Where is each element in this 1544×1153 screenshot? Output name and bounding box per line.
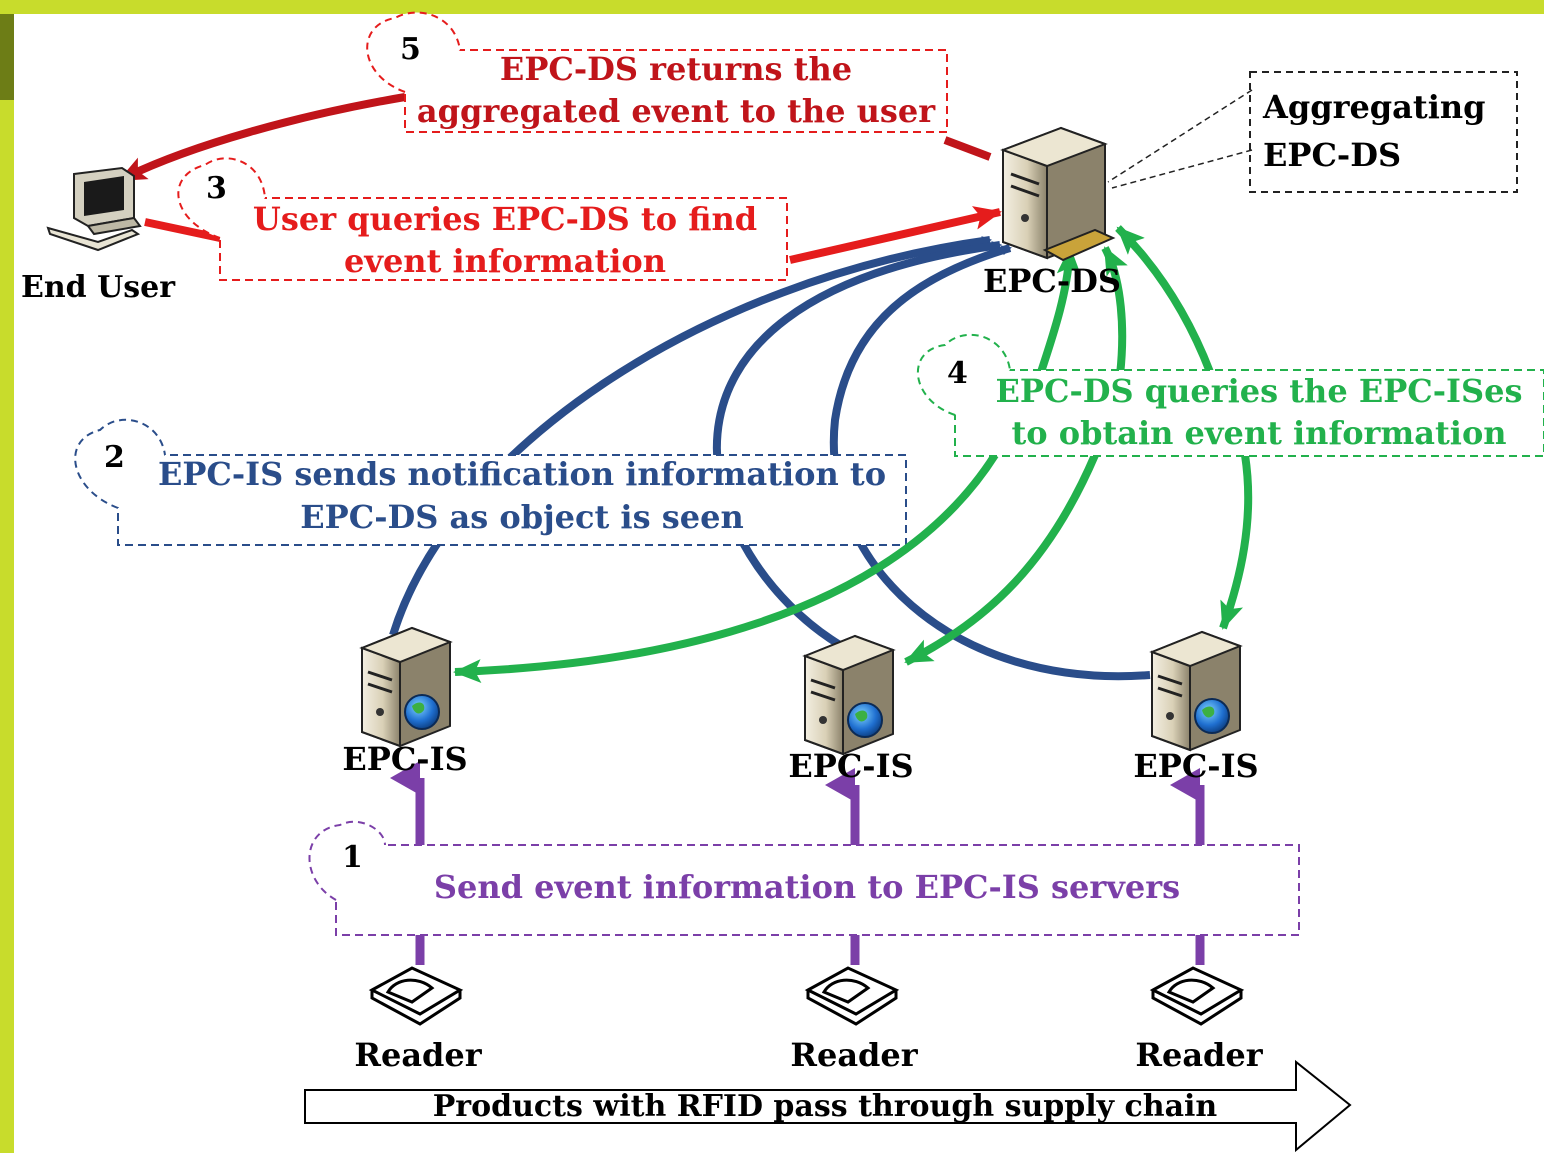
aggregating-line1: Aggregating xyxy=(1262,88,1485,126)
step2-number: 2 xyxy=(104,440,125,475)
step4-line2: to obtain event information xyxy=(1011,414,1506,452)
supply-chain-arrow: Products with RFID pass through supply c… xyxy=(304,1059,1352,1153)
step4-line1: EPC-DS queries the EPC-ISes xyxy=(996,372,1523,410)
rfid-reader-icon xyxy=(1149,966,1245,1026)
left-accent-bar-dark xyxy=(0,14,14,100)
step5-line1: EPC-DS returns the xyxy=(500,50,852,88)
return-arrow xyxy=(118,93,992,184)
epc-is-label: EPC-IS xyxy=(788,747,913,785)
left-accent-bar xyxy=(0,0,14,1153)
epc-is-label: EPC-IS xyxy=(342,740,467,778)
step4-callout: 4 EPC-DS queries the EPC-ISes to obtain … xyxy=(917,333,1544,457)
epc-ds-label: EPC-DS xyxy=(983,262,1121,300)
reader-label: Reader xyxy=(1135,1036,1263,1074)
step5-callout: 5 EPC-DS returns the aggregated event to… xyxy=(366,11,948,133)
step1-number: 1 xyxy=(342,840,363,875)
step3-number: 3 xyxy=(206,171,227,206)
reader-to-is-arrows xyxy=(390,761,1205,965)
reader-label: Reader xyxy=(354,1036,482,1074)
aggregating-note: Aggregating EPC-DS xyxy=(1107,71,1518,193)
end-user-label: End User xyxy=(21,270,176,305)
step5-line2: aggregated event to the user xyxy=(417,92,936,130)
user-query-arrow xyxy=(144,206,1002,264)
step1-text: Send event information to EPC-IS servers xyxy=(434,868,1180,906)
rfid-reader-icon xyxy=(804,966,900,1026)
step3-line1: User queries EPC-DS to find xyxy=(253,200,757,238)
step1-callout: 1 Send event information to EPC-IS serve… xyxy=(308,820,1300,936)
desktop-computer-icon xyxy=(46,166,142,252)
supply-chain-label: Products with RFID pass through supply c… xyxy=(433,1089,1218,1124)
rfid-reader-icon xyxy=(368,966,464,1026)
step2-line2: EPC-DS as object is seen xyxy=(300,498,743,536)
web-server-icon xyxy=(359,626,453,748)
step3-callout: 3 User queries EPC-DS to find event info… xyxy=(177,157,788,281)
step3-line2: event information xyxy=(344,242,666,280)
server-icon xyxy=(1000,126,1116,262)
web-server-icon xyxy=(802,634,896,756)
reader-label: Reader xyxy=(790,1036,918,1074)
query-arrows xyxy=(453,225,1253,684)
top-accent-bar xyxy=(0,0,1544,14)
step2-callout: 2 EPC-IS sends notification information … xyxy=(74,418,907,546)
epc-is-label: EPC-IS xyxy=(1133,747,1258,785)
aggregating-line2: EPC-DS xyxy=(1263,136,1401,174)
step5-number: 5 xyxy=(400,32,421,67)
step2-line1: EPC-IS sends notification information to xyxy=(158,455,886,493)
step4-number: 4 xyxy=(947,356,968,391)
web-server-icon xyxy=(1149,630,1243,752)
